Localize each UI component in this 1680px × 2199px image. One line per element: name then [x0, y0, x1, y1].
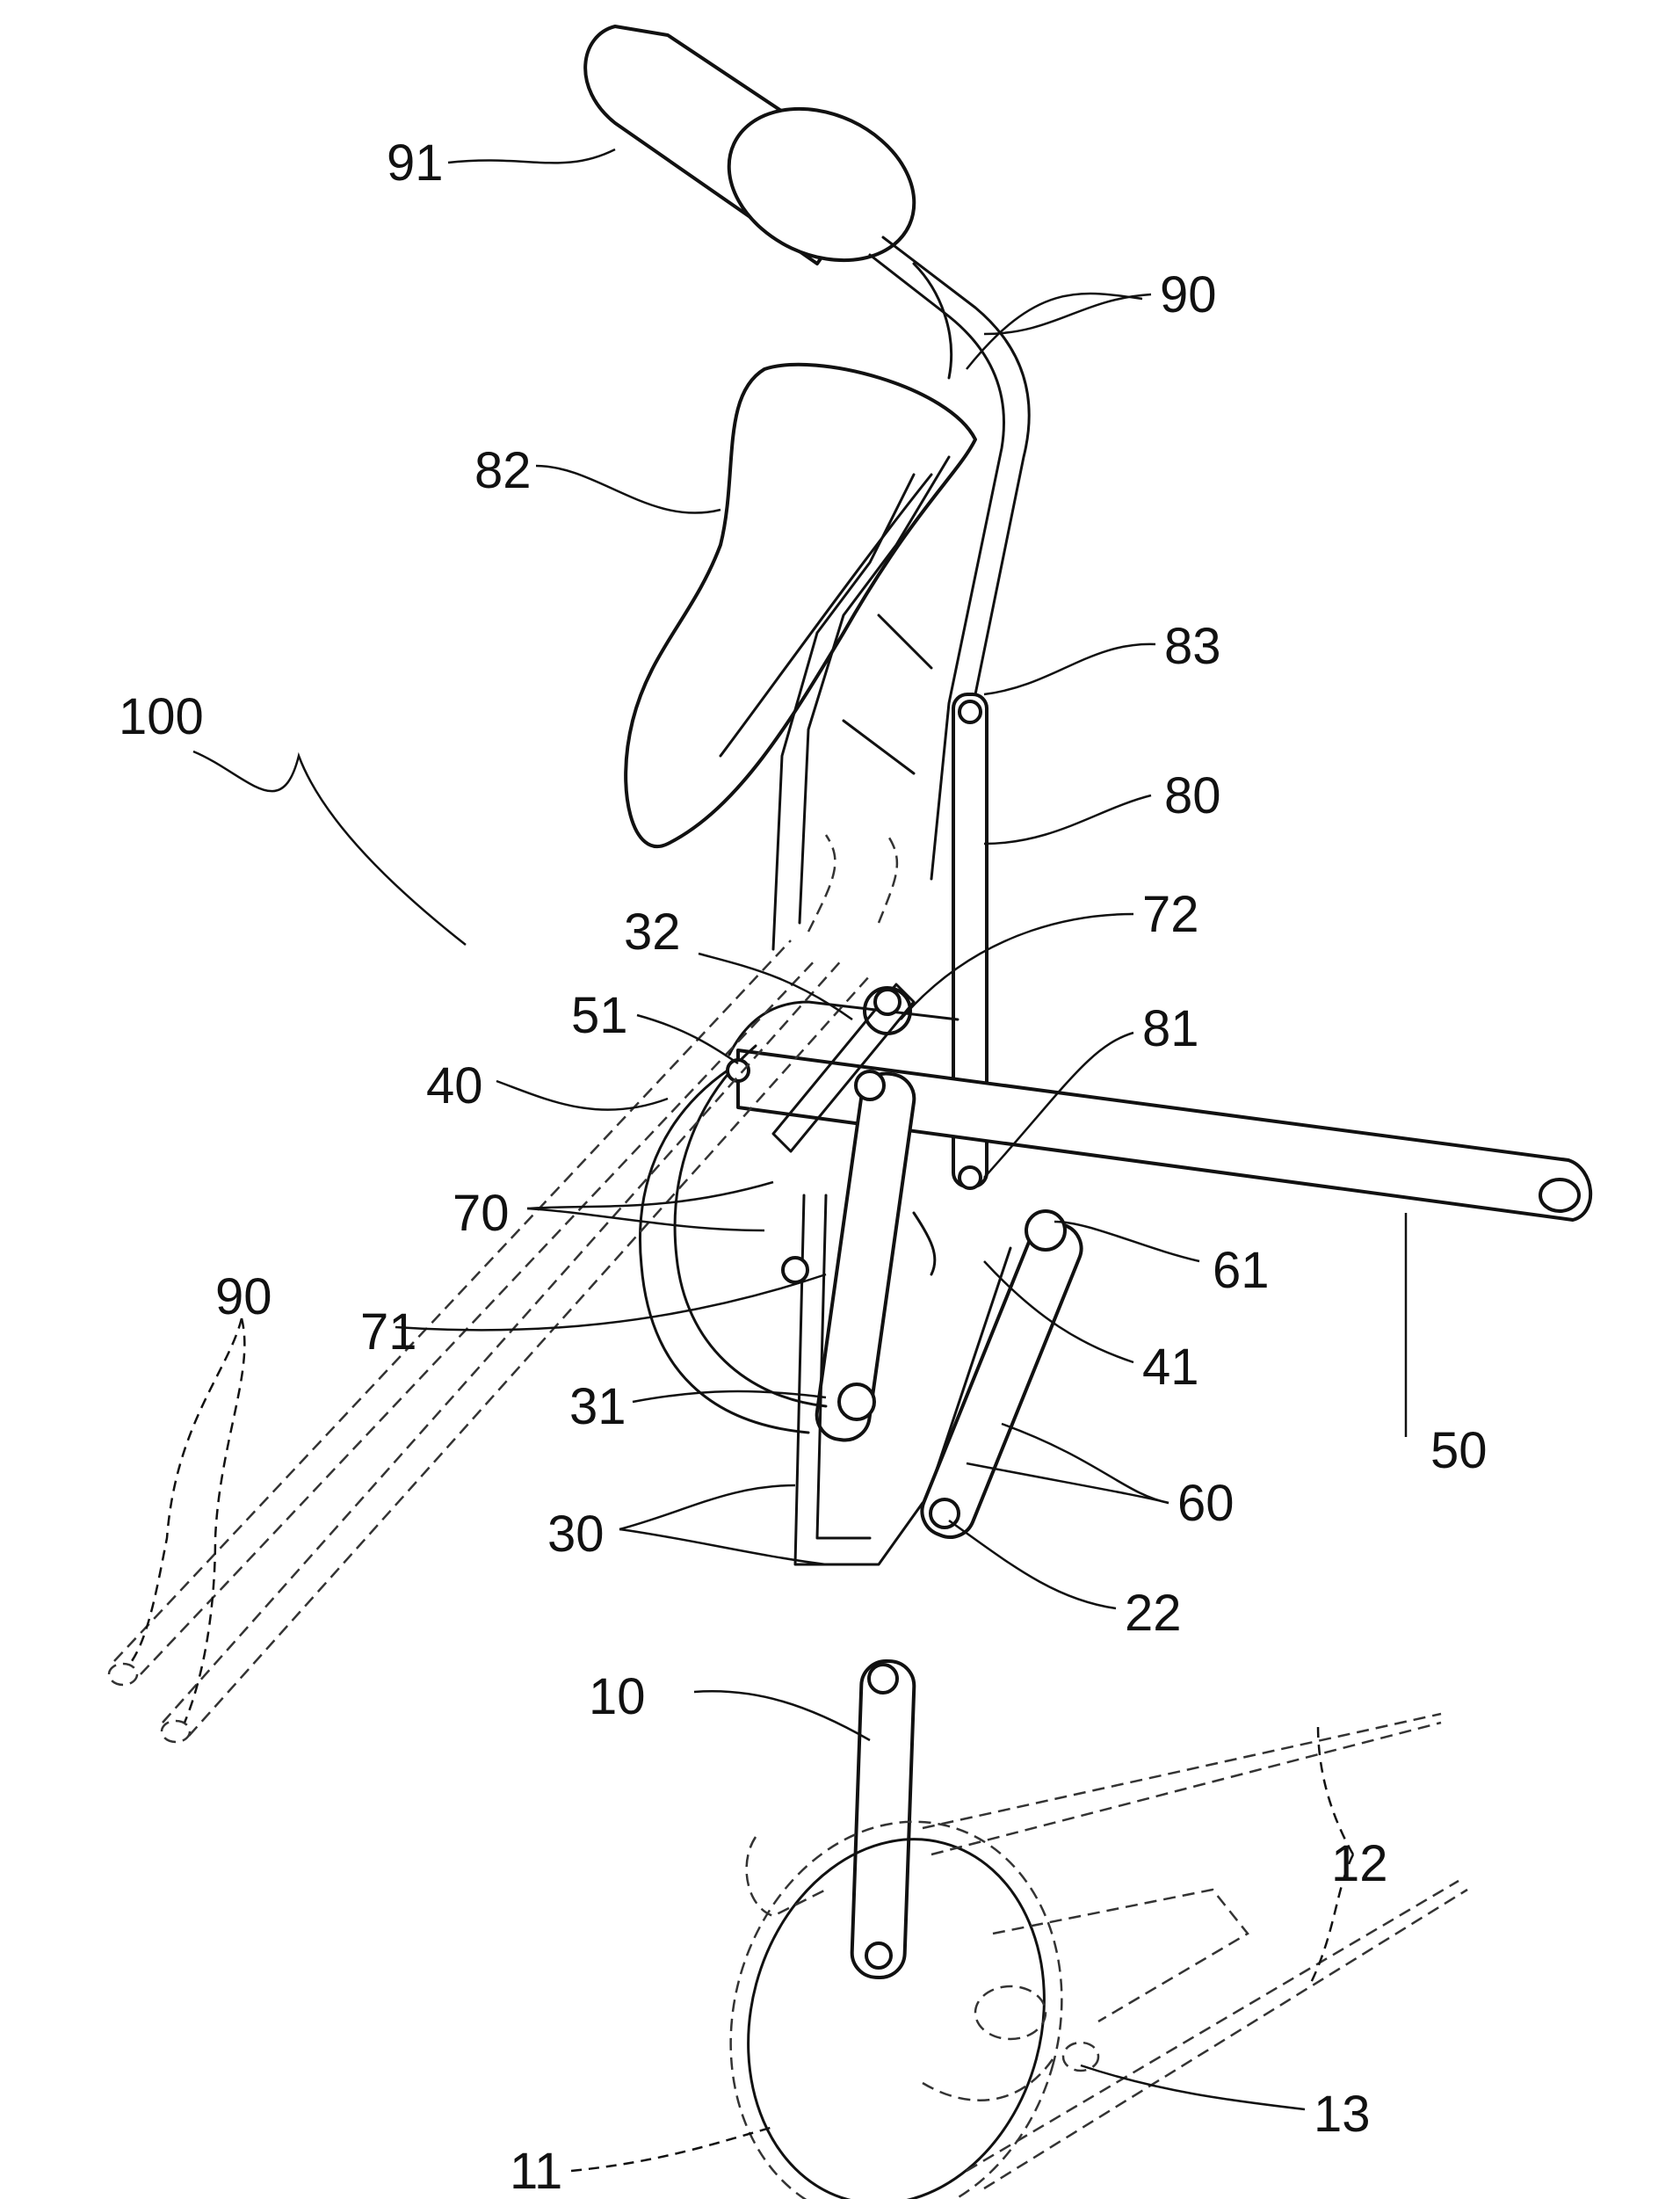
- label-90-left: 90: [215, 1268, 272, 1325]
- label-72: 72: [1142, 886, 1199, 943]
- label-51: 51: [571, 987, 628, 1044]
- label-41: 41: [1142, 1339, 1199, 1396]
- saddle: [624, 362, 977, 848]
- handle-stem: [868, 236, 1031, 881]
- label-82: 82: [474, 442, 532, 499]
- label-60: 60: [1177, 1475, 1235, 1532]
- label-90-top: 90: [1160, 266, 1217, 323]
- label-61: 61: [1213, 1242, 1270, 1299]
- label-40: 40: [426, 1057, 483, 1114]
- label-80: 80: [1164, 767, 1221, 824]
- label-12: 12: [1331, 1835, 1388, 1892]
- label-10: 10: [589, 1668, 646, 1725]
- seat-post-frame: [771, 455, 988, 1190]
- horizontal-bar: [736, 1049, 1593, 1222]
- leader-lines: [130, 148, 1408, 2173]
- label-30: 30: [547, 1506, 605, 1563]
- label-22: 22: [1125, 1585, 1182, 1642]
- linkage-assembly: [793, 986, 1083, 1566]
- handle-grip: [583, 25, 916, 265]
- label-50: 50: [1430, 1422, 1488, 1479]
- reference-labels: 91 90 82 83 100 80 32 72 51 81 40 70 61 …: [119, 134, 1488, 2199]
- label-70: 70: [453, 1185, 510, 1242]
- label-32: 32: [624, 904, 681, 961]
- label-13: 13: [1314, 2086, 1371, 2143]
- chainring-frame: [729, 1712, 1468, 2199]
- crank-arm: [850, 1659, 916, 1979]
- label-100: 100: [119, 688, 204, 745]
- label-83: 83: [1164, 618, 1221, 675]
- label-11: 11: [510, 2143, 562, 2199]
- label-91: 91: [387, 134, 444, 192]
- label-71: 71: [360, 1303, 417, 1361]
- label-81: 81: [1142, 1000, 1199, 1057]
- ghost-positions: [107, 834, 899, 1744]
- label-31: 31: [569, 1378, 626, 1435]
